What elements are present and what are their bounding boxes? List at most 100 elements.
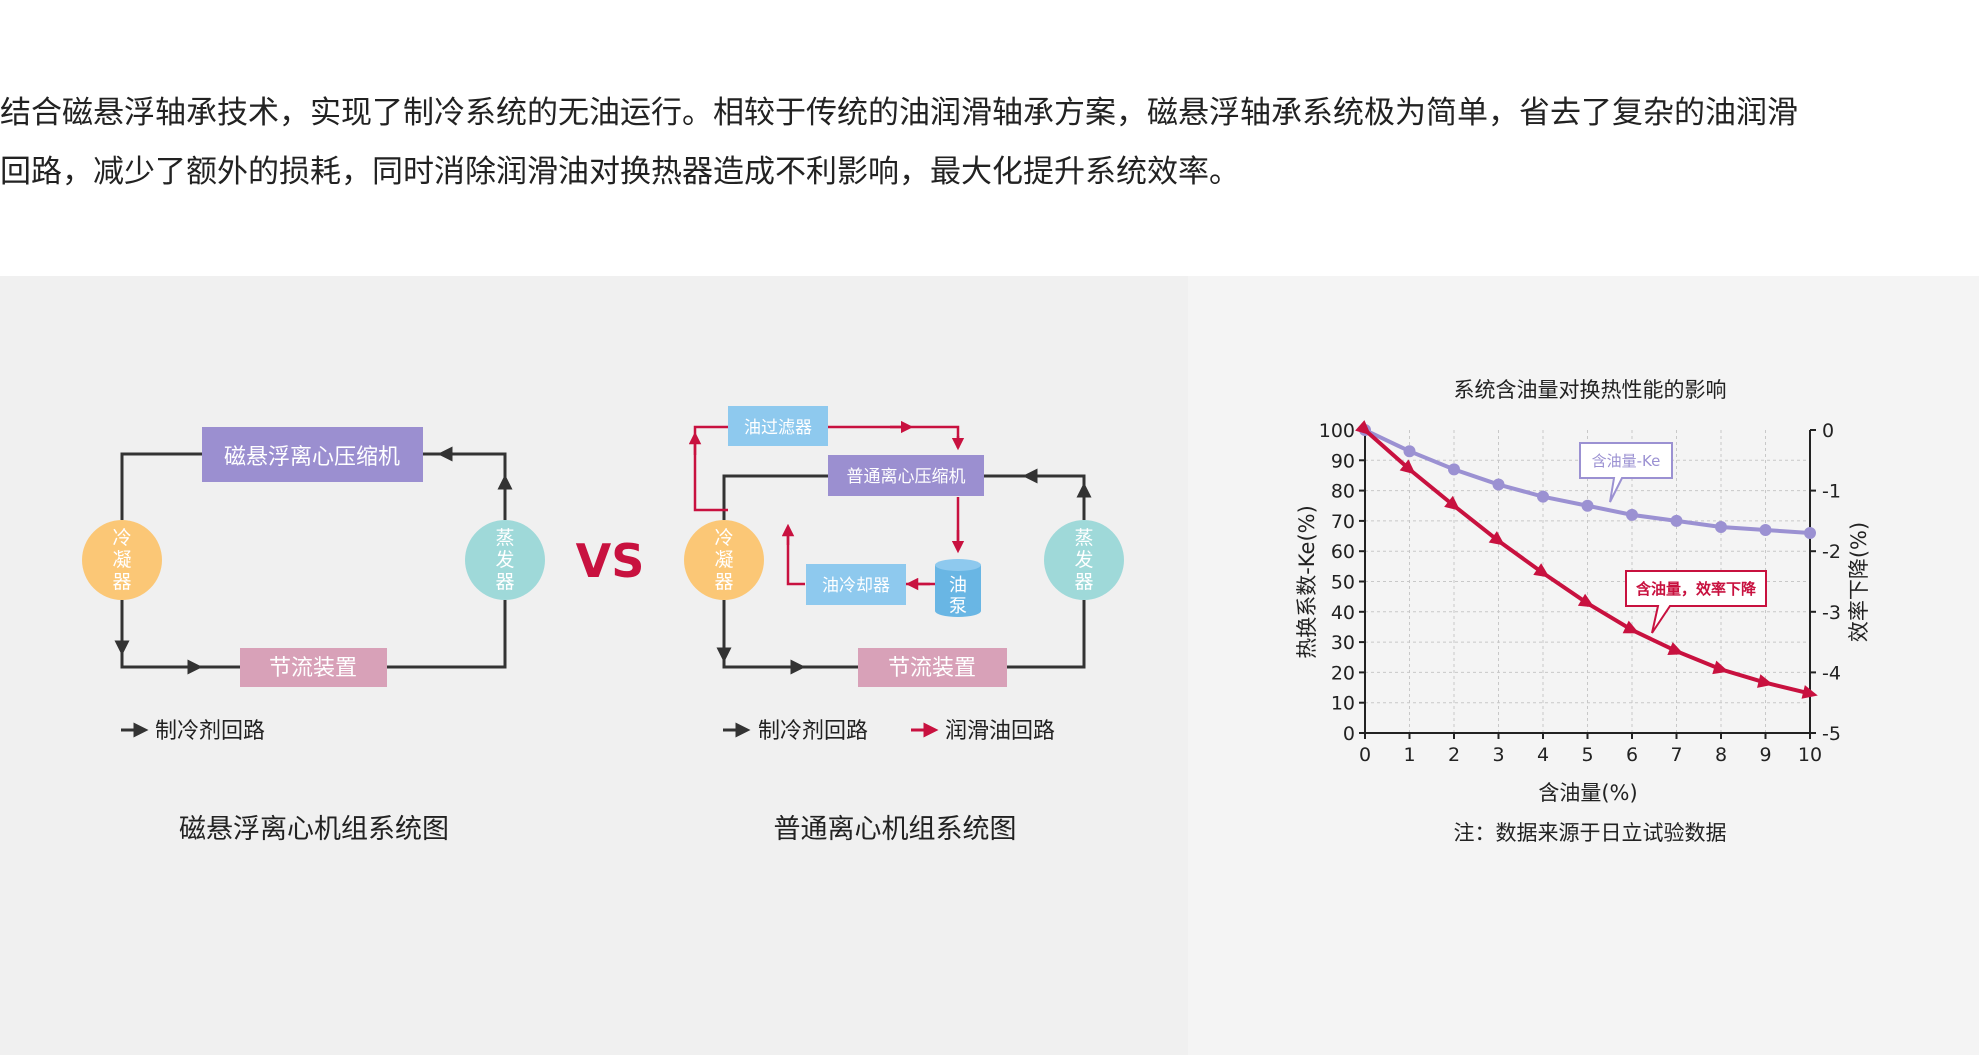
y-tick-label: 100 [1319,420,1355,442]
x-axis-label: 含油量(%) [1538,781,1637,805]
series-ke-point [1581,499,1594,512]
chart-panel [1188,276,1979,1055]
loop-line-bottom-right [387,600,507,669]
normal-legend-refrigerant-label: 制冷剂回路 [758,719,868,744]
x-tick-label: 6 [1626,744,1638,766]
chart-series [1355,420,1818,699]
x-tick-label: 8 [1715,744,1727,766]
series-ke-point [1670,514,1683,527]
legend-callout-ke: 含油量-Ke [1579,442,1673,503]
chart-title: 系统含油量对换热性能的影响 [1454,378,1727,402]
legend-callout-efficiency: 含油量，效率下降 [1625,570,1767,634]
normal-throttle-box [858,648,1007,687]
series-ke-point [1804,527,1816,540]
oil-filter-label: 油过滤器 [744,418,812,438]
maglev-condenser-circle [82,520,162,600]
series-ke-point [1537,490,1549,503]
maglev-compressor-label: 磁悬浮离心压缩机 [224,445,400,470]
y2-tick-label: 0 [1822,420,1834,442]
y-tick-label: 80 [1331,481,1355,503]
normal-loop-bottom-right [1007,600,1086,669]
y-tick-label: 90 [1331,450,1355,472]
loop-line-top-right [423,452,507,520]
series-efficiency-point [1712,660,1729,675]
legend-efficiency-label: 含油量，效率下降 [1636,580,1757,598]
normal-evaporator-c1: 蒸 [1074,527,1093,549]
y-tick-label: 20 [1331,662,1355,684]
x-tick-label: 10 [1798,744,1822,766]
series-ke-point [1492,478,1505,491]
y2-tick-label: -1 [1822,481,1841,503]
normal-loop-bottom-left [722,600,858,669]
series-efficiency-point [1577,593,1595,608]
y-tick-label: 30 [1331,632,1355,654]
maglev-throttle-box [240,648,387,687]
normal-loop-top-left [722,474,828,520]
normal-compressor-label: 普通离心压缩机 [847,467,966,487]
y-axis-label: 热换系数-Ke(%) [1295,505,1319,659]
normal-condenser-c2: 凝 [714,549,733,571]
x-tick-label: 7 [1670,744,1682,766]
oil-cooler-box [806,564,906,605]
loop-line-top-left [120,452,202,520]
series-ke-point [1448,463,1460,476]
y2-tick-label: -3 [1822,602,1841,624]
series-ke-point [1403,445,1416,458]
maglev-condenser-c3: 器 [112,571,131,593]
y-tick-label: 0 [1343,723,1355,745]
normal-condenser-circle [684,520,764,600]
series-efficiency-point [1444,495,1461,511]
normal-evaporator-circle [1044,520,1124,600]
oil-filter-box [728,406,828,446]
oil-pump-c2: 泵 [949,596,967,617]
legend-ke-label: 含油量-Ke [1592,452,1661,470]
normal-legend-oil-label: 润滑油回路 [945,719,1055,744]
maglev-evaporator-c1: 蒸 [495,527,514,549]
maglev-compressor-box [202,427,423,482]
oil-line-top [828,425,960,448]
intro-line-1: 结合磁悬浮轴承技术，实现了制冷系统的无油运行。相较于传统的油润滑轴承方案，磁悬浮… [0,95,1798,131]
normal-condenser-c3: 器 [714,571,733,593]
series-efficiency-point [1667,642,1684,656]
y-tick-label: 50 [1331,572,1355,594]
normal-evaporator-c2: 发 [1074,549,1093,571]
series-efficiency-point [1622,620,1640,634]
x-tick-label: 1 [1403,744,1415,766]
y2-tick-label: -5 [1822,723,1841,745]
maglev-evaporator-c2: 发 [495,549,514,571]
normal-caption: 普通离心机组系统图 [774,814,1017,845]
series-efficiency-point [1533,563,1550,578]
y-tick-label: 40 [1331,602,1355,624]
x-tick-label: 4 [1537,744,1549,766]
maglev-condenser-c1: 冷 [112,527,131,549]
series-ke-point [1626,508,1638,521]
series-efficiency-point [1488,531,1505,546]
series-ke-point [1759,523,1772,536]
normal-condenser-c1: 冷 [714,527,733,549]
x-tick-label: 9 [1759,744,1771,766]
maglev-evaporator-circle [465,520,545,600]
x-tick-label: 0 [1359,744,1371,766]
y-tick-label: 10 [1331,693,1355,715]
maglev-condenser-c2: 凝 [112,549,131,571]
oil-line-left [693,425,728,512]
oil-cooler-label: 油冷却器 [822,576,890,596]
chart-note: 注：数据来源于日立试验数据 [1454,821,1727,845]
y-tick-label: 70 [1331,511,1355,533]
normal-loop-top-right [984,474,1086,520]
maglev-caption: 磁悬浮离心机组系统图 [179,814,449,845]
oil-line-return [786,530,805,586]
oil-pump-c1: 油 [949,575,967,596]
y-tick-label: 60 [1331,541,1355,563]
normal-evaporator-c3: 器 [1074,571,1093,593]
normal-diagram: 油过滤器 普通离心压缩机 冷 凝 器 蒸 发 器 油冷却器 油 泵 节流装置 制… [684,406,1124,845]
y2-tick-label: -2 [1822,541,1841,563]
series-efficiency-point [1757,674,1774,688]
y2-tick-label: -4 [1822,662,1841,684]
intro-line-2: 回路，减少了额外的损耗，同时消除润滑油对换热器造成不利影响，最大化提升系统效率。 [0,154,1240,190]
intro-text: 结合磁悬浮轴承技术，实现了制冷系统的无油运行。相较于传统的油润滑轴承方案，磁悬浮… [0,84,1979,202]
x-tick-label: 3 [1492,744,1504,766]
maglev-diagram: 磁悬浮离心压缩机 冷 凝 器 蒸 发 器 节流装置 制冷剂回路 磁悬浮离心机组系… [82,427,545,845]
